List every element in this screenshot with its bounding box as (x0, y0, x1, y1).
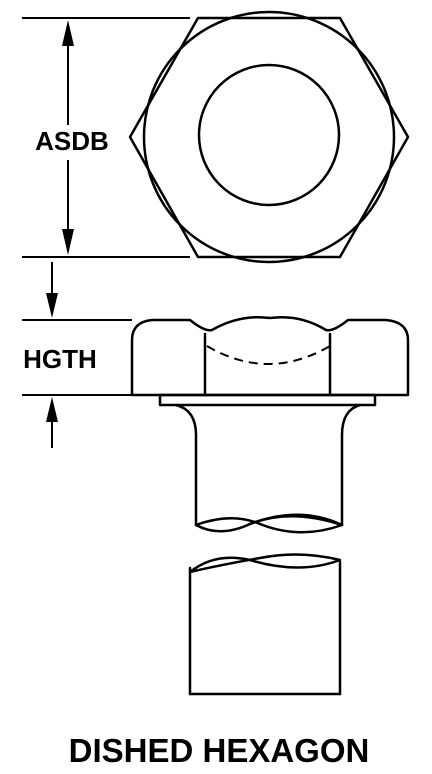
asdb-label: ASDB (35, 126, 109, 156)
figure-caption: DISHED HEXAGON (69, 732, 370, 769)
hgth-dimension-arrow-top (46, 262, 58, 318)
washer-flange (158, 393, 377, 407)
top-view: ASDB (22, 10, 410, 264)
nut-head-profile (130, 316, 410, 397)
bore-circle (197, 63, 341, 207)
dished-top-hidden-line (206, 345, 331, 365)
shank-upper (174, 403, 198, 527)
hgth-dimension-arrow-bottom (46, 397, 58, 448)
shank-break-upper-fill (248, 513, 344, 527)
hexagon-outline (128, 16, 410, 259)
side-view: HGTH (22, 262, 410, 696)
shank-upper-right (340, 403, 362, 527)
shank-break-lower (188, 553, 342, 574)
asdb-dimension-arrow (62, 20, 74, 255)
chamfer-circle (142, 10, 396, 264)
hgth-label: HGTH (23, 344, 97, 374)
